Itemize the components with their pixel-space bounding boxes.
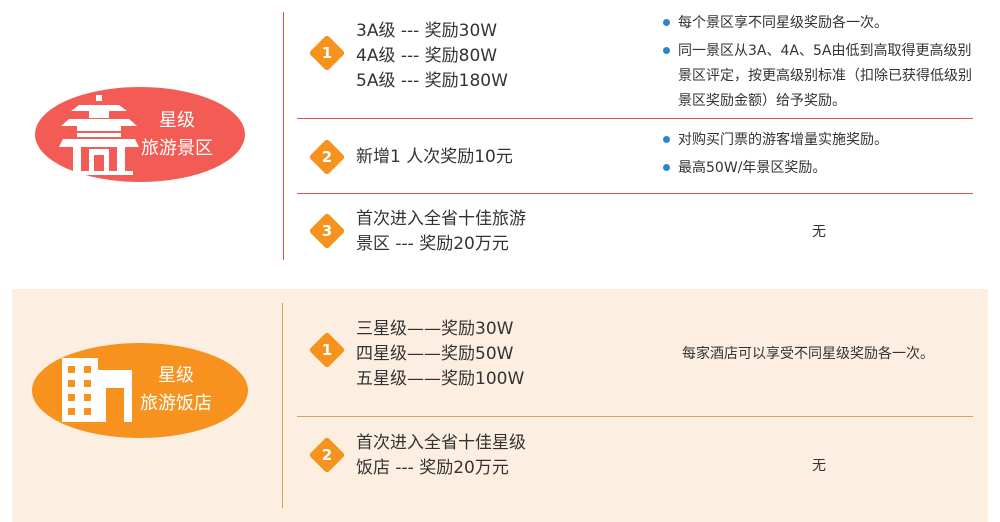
scenic-row2-number-badge: 2 [308,138,346,176]
scenic-row1-notes: 每个景区享不同星级奖励各一次。 同一景区从3A、4A、5A由低到高取得更高级别景… [660,11,972,114]
hotel-row1-number: 1 [321,341,333,359]
reward-line: 首次进入全省十佳星级 [356,433,526,453]
scenic-badge: 星级 旅游景区 [35,87,245,182]
scenic-title-line2: 旅游景区 [141,138,213,159]
scenic-row2-notes: 对购买门票的游客增量实施奖励。 最高50W/年景区奖励。 [660,128,972,181]
hotel-title-line2: 旅游饭店 [140,393,212,414]
scenic-title-line1: 星级 [159,110,195,131]
hotel-row2-number: 2 [321,446,333,464]
scenic-section: 星级 旅游景区 1 3A级 --- 奖励30W 4A级 --- 奖励80W 5A… [35,11,973,260]
pagoda-icon [59,95,139,175]
scenic-row3-note: 无 [812,224,826,240]
hotel-badge: 星级 旅游饭店 [32,343,248,438]
reward-line: 新增1 人次奖励10元 [356,147,513,167]
hotel-building-icon [62,358,132,422]
scenic-row1-reward: 3A级 --- 奖励30W 4A级 --- 奖励80W 5A级 --- 奖励18… [356,19,508,94]
scenic-divider-vertical [283,12,284,260]
note-item: 同一景区从3A、4A、5A由低到高取得更高级别景区评定，按更高级别标准（扣除已获… [660,39,972,114]
hotel-row2-note: 无 [812,458,826,474]
hotel-section: 星级 旅游饭店 1 三星级——奖励30W 四星级——奖励50W 五星级——奖励1… [12,289,988,522]
scenic-row1-number-badge: 1 [308,34,346,72]
hotel-row1-reward: 三星级——奖励30W 四星级——奖励50W 五星级——奖励100W [356,317,524,392]
reward-line: 首次进入全省十佳旅游 [356,209,526,229]
note-item: 最高50W/年景区奖励。 [660,156,972,181]
reward-line: 五星级——奖励100W [356,369,525,389]
hotel-divider-vertical [282,303,283,508]
reward-line: 5A级 --- 奖励180W [356,71,508,91]
hotel-row1-note: 每家酒店可以享受不同星级奖励各一次。 [682,346,934,362]
reward-line: 四星级——奖励50W [356,344,514,364]
reward-line: 景区 --- 奖励20万元 [356,234,509,254]
note-item: 每个景区享不同星级奖励各一次。 [660,11,972,36]
hotel-row1-number-badge: 1 [308,331,346,369]
hotel-row-divider [297,416,973,417]
scenic-row3-number: 3 [321,222,333,240]
scenic-row-divider [297,193,973,194]
scenic-row3-reward: 首次进入全省十佳旅游 景区 --- 奖励20万元 [356,207,526,257]
note-item: 对购买门票的游客增量实施奖励。 [660,128,972,153]
hotel-row2-number-badge: 2 [308,436,346,474]
reward-line: 4A级 --- 奖励80W [356,46,498,66]
hotel-row2-reward: 首次进入全省十佳星级 饭店 --- 奖励20万元 [356,431,526,481]
scenic-row3-number-badge: 3 [308,212,346,250]
scenic-row1-number: 1 [321,44,333,62]
scenic-row-divider [297,118,973,119]
hotel-title-line1: 星级 [158,365,194,386]
reward-line: 三星级——奖励30W [356,319,514,339]
reward-line: 饭店 --- 奖励20万元 [356,458,509,478]
scenic-row2-reward: 新增1 人次奖励10元 [356,145,513,170]
scenic-row2-number: 2 [321,148,333,166]
reward-line: 3A级 --- 奖励30W [356,21,498,41]
